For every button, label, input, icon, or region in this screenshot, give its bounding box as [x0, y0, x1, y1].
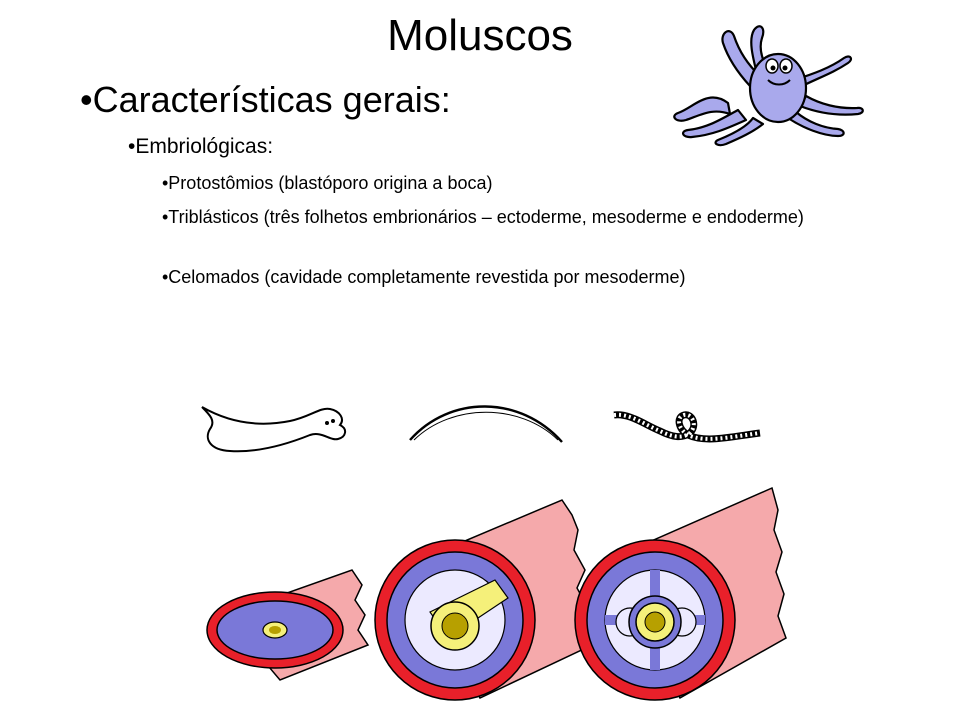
bullet-celomados: •Celomados (cavidade completamente reves…	[162, 267, 686, 287]
flatworm-icon	[201, 406, 346, 453]
acoelomate-section	[206, 569, 370, 681]
earthworm-icon	[613, 411, 761, 443]
subheading-embriologicas: •Embriológicas:	[128, 135, 274, 158]
roundworm-icon	[409, 405, 563, 443]
bullet-protostomios: •Protostômios (blastóporo origina a boca…	[162, 173, 493, 193]
pseudocoelomate-section	[374, 499, 592, 701]
octopus-illustration	[673, 25, 864, 147]
heading-caracteristicas: •Características gerais:	[80, 79, 451, 120]
bullet-triblasticos: •Triblásticos (três folhetos embrionário…	[162, 207, 804, 227]
worm-outlines	[201, 405, 761, 453]
body-cavity-cross-sections	[206, 486, 787, 701]
coelomate-section	[574, 486, 787, 701]
slide-title: Moluscos	[387, 11, 573, 60]
